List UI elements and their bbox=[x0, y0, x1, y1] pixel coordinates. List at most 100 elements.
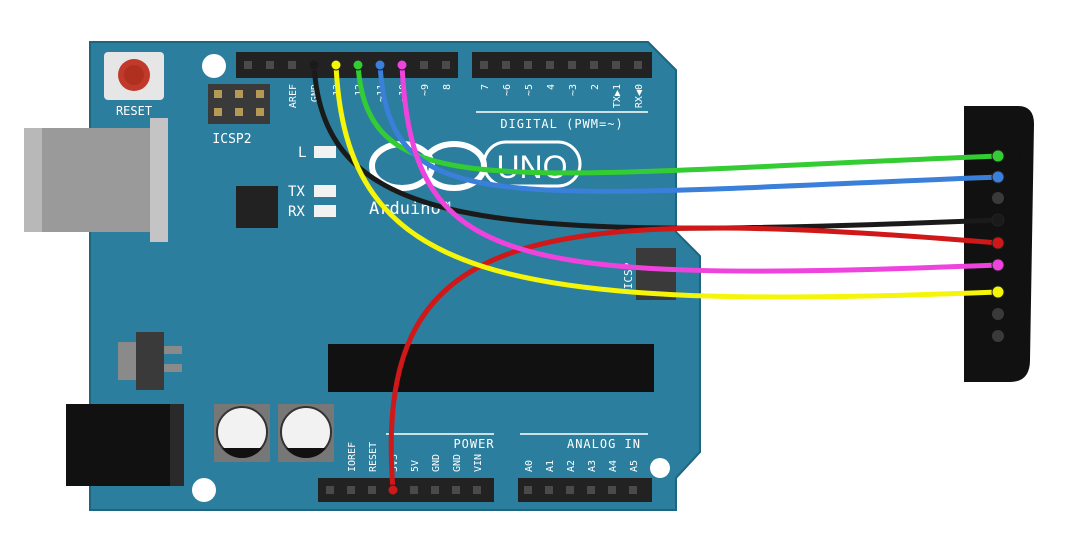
microcontroller-chip bbox=[328, 344, 654, 392]
wire-end bbox=[991, 213, 1005, 227]
header-pin bbox=[326, 486, 334, 494]
voltage-regulator-chip bbox=[236, 186, 278, 228]
pin-label: A4 bbox=[608, 460, 619, 472]
header-pin bbox=[473, 486, 481, 494]
wire-end bbox=[396, 59, 408, 71]
icsp2-label: ICSP2 bbox=[212, 132, 251, 147]
wire-end bbox=[991, 149, 1005, 163]
header-pin bbox=[452, 486, 460, 494]
pin-label: A1 bbox=[545, 460, 556, 472]
wires bbox=[308, 59, 1005, 496]
header-pin bbox=[524, 486, 532, 494]
pin-label: 2 bbox=[590, 84, 601, 90]
pin-label: ~6 bbox=[502, 84, 513, 96]
pin-label: A3 bbox=[587, 460, 598, 472]
wire-12-to-1 bbox=[355, 62, 1001, 176]
analog-in-label: ANALOG IN bbox=[567, 437, 641, 451]
pin-label: 5V bbox=[410, 460, 421, 472]
wire-end bbox=[991, 170, 1005, 184]
connector-pin-number: 7 bbox=[1014, 284, 1024, 302]
connector-pin bbox=[992, 308, 1004, 320]
power-jack bbox=[66, 404, 184, 486]
pin-label: A2 bbox=[566, 460, 577, 472]
wire-13-to-7 bbox=[333, 62, 1001, 300]
pin-label: GND bbox=[431, 454, 442, 472]
power-label: POWER bbox=[453, 437, 494, 451]
led-l-label: L bbox=[298, 145, 306, 161]
pin-label: ~3 bbox=[568, 84, 579, 96]
mounting-hole bbox=[192, 478, 216, 502]
header-pin bbox=[612, 61, 620, 69]
pin-label: 8 bbox=[442, 84, 453, 90]
header-pin bbox=[244, 61, 252, 69]
connector-pin bbox=[992, 192, 1004, 204]
led-rx-label: RX bbox=[288, 204, 305, 220]
connector-pin-number: 4 bbox=[1014, 212, 1024, 230]
header-pin bbox=[502, 61, 510, 69]
header-pin bbox=[420, 61, 428, 69]
digital-header-right bbox=[472, 52, 652, 78]
header-pin bbox=[546, 61, 554, 69]
wire-10-to-6 bbox=[399, 62, 1001, 274]
wire-end bbox=[330, 59, 342, 71]
pin-label: TX▶1 bbox=[612, 84, 623, 108]
wire-end bbox=[991, 258, 1005, 272]
capacitor bbox=[214, 404, 270, 462]
connector-pin-number: 5 bbox=[1014, 235, 1024, 253]
analog-header bbox=[518, 478, 652, 502]
digital-label: DIGITAL (PWM=~) bbox=[500, 117, 623, 131]
connector-pin-number: 6 bbox=[1014, 257, 1024, 275]
header-pin bbox=[590, 61, 598, 69]
pin-label: A0 bbox=[524, 460, 535, 472]
pin-label: 3V3 bbox=[389, 454, 400, 472]
regulator bbox=[118, 332, 182, 390]
reset-button[interactable]: RESET bbox=[104, 52, 164, 118]
pin-label: AREF bbox=[288, 84, 299, 108]
pin-label: 4 bbox=[546, 84, 557, 90]
mounting-hole bbox=[202, 54, 226, 78]
header-pin bbox=[431, 486, 439, 494]
header-pin bbox=[545, 486, 553, 494]
header-pin bbox=[442, 61, 450, 69]
pin-label: ~5 bbox=[524, 84, 535, 96]
header-pin bbox=[266, 61, 274, 69]
wire-end bbox=[374, 59, 386, 71]
header-pin bbox=[634, 61, 642, 69]
connector-pin-number: 2 bbox=[1014, 169, 1024, 187]
header-pin bbox=[524, 61, 532, 69]
capacitor bbox=[278, 404, 334, 462]
wire-end bbox=[387, 484, 399, 496]
reset-label: RESET bbox=[116, 104, 152, 118]
pin-label: RX◀0 bbox=[634, 84, 645, 108]
header-pin bbox=[566, 486, 574, 494]
pin-label: 7 bbox=[480, 84, 491, 90]
usb-port bbox=[24, 118, 168, 242]
connector-pin-number: 9 bbox=[1014, 328, 1024, 346]
arduino-uno-board: RESET ICSP2 bbox=[24, 41, 701, 511]
led-tx-label: TX bbox=[288, 184, 305, 200]
wire-3V3-to-5 bbox=[388, 225, 1001, 493]
pin-label: RESET bbox=[368, 442, 379, 472]
wire-11-to-2 bbox=[377, 62, 1001, 194]
uno-logo-text: UNO bbox=[496, 149, 567, 185]
wire-end bbox=[308, 59, 320, 71]
pin-label: GND bbox=[452, 454, 463, 472]
led-tx: TX bbox=[288, 184, 336, 200]
connector-pin-number: 3 bbox=[1014, 190, 1024, 208]
connector-pin bbox=[992, 330, 1004, 342]
header-pin bbox=[608, 486, 616, 494]
wire-GND-to-4 bbox=[311, 62, 1001, 231]
pin-label: VIN bbox=[473, 454, 484, 472]
header-pin bbox=[629, 486, 637, 494]
digital-header-left bbox=[236, 52, 458, 78]
header-pin bbox=[410, 486, 418, 494]
led-l: L bbox=[298, 145, 336, 161]
header-pin bbox=[288, 61, 296, 69]
wire-end bbox=[352, 59, 364, 71]
board-pcb bbox=[89, 41, 701, 511]
pin-label: IOREF bbox=[347, 442, 358, 472]
pin-label: ~9 bbox=[420, 84, 431, 96]
header-pin bbox=[587, 486, 595, 494]
header-pin bbox=[368, 486, 376, 494]
